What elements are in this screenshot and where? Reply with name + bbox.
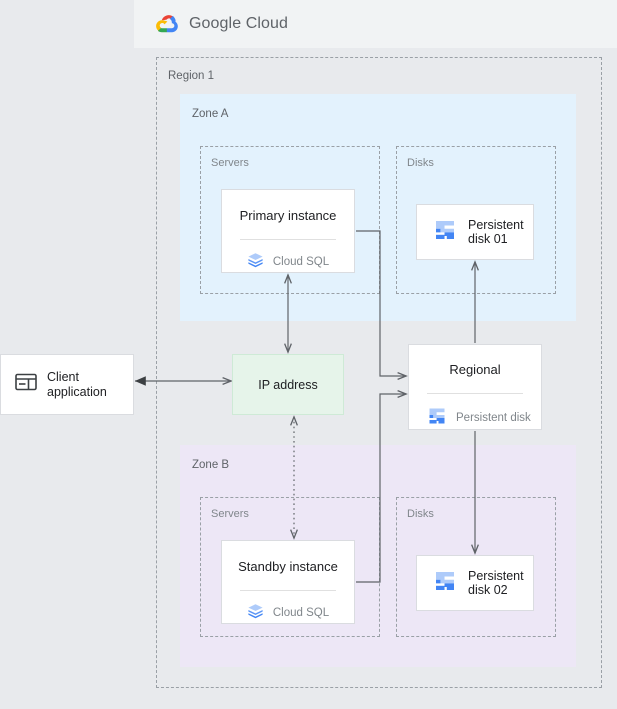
disks-group-label: Disks (407, 157, 434, 169)
client-application-label: Client application (47, 370, 107, 400)
brand-text: Google Cloud (189, 15, 288, 33)
standby-instance-node[interactable]: Standby instance Cloud SQL (221, 540, 355, 624)
persistent-disk-02-label: Persistent disk 02 (468, 569, 524, 597)
servers-group-label: Servers (211, 508, 249, 520)
ip-address-node[interactable]: IP address (232, 354, 344, 415)
client-application-node[interactable]: Client application (0, 354, 134, 415)
disks-group-zone-a: Disks (396, 146, 556, 294)
disk02-line1: Persistent (468, 569, 524, 583)
regional-disk-title: Regional (449, 362, 501, 377)
persistent-disk-icon (433, 569, 457, 598)
client-label-line1: Client (47, 369, 79, 384)
zone-b-label: Zone B (192, 459, 230, 471)
disk01-line1: Persistent (468, 218, 524, 232)
disk02-line2: disk 02 (468, 583, 508, 597)
zone-a-label: Zone A (192, 108, 229, 120)
persistent-disk-01-node[interactable]: Persistent disk 01 (416, 204, 534, 260)
standby-instance-title: Standby instance (238, 559, 338, 574)
header-bar: Google Cloud (134, 0, 617, 48)
persistent-disk-02-node[interactable]: Persistent disk 02 (416, 555, 534, 611)
primary-instance-title: Primary instance (239, 208, 337, 223)
persistent-disk-icon (427, 406, 447, 429)
cloud-sql-icon (247, 252, 264, 272)
regional-disk-subtitle-row: Persistent disk (409, 406, 541, 429)
regional-persistent-disk-node[interactable]: Regional Persistent disk (408, 344, 542, 430)
standby-instance-subtitle: Cloud SQL (272, 607, 330, 619)
region-label: Region 1 (168, 70, 215, 82)
brand-lockup: Google Cloud (156, 14, 288, 34)
cloud-sql-icon (247, 603, 264, 623)
divider (427, 393, 523, 394)
ip-address-label: IP address (258, 377, 318, 392)
client-label-line2: application (47, 384, 107, 399)
brand-google: Google (189, 15, 242, 32)
primary-instance-subtitle: Cloud SQL (272, 256, 330, 268)
persistent-disk-01-label: Persistent disk 01 (468, 218, 524, 246)
primary-instance-node[interactable]: Primary instance Cloud SQL (221, 189, 355, 273)
divider (240, 590, 336, 591)
primary-instance-subtitle-row: Cloud SQL (222, 252, 354, 272)
disks-group-label: Disks (407, 508, 434, 520)
divider (240, 239, 336, 240)
servers-group-label: Servers (211, 157, 249, 169)
window-icon (15, 373, 37, 396)
persistent-disk-icon (433, 218, 457, 247)
regional-disk-subtitle: Persistent disk (456, 411, 531, 424)
google-cloud-logo-icon (156, 14, 180, 34)
brand-cloud: Cloud (245, 15, 289, 32)
standby-instance-subtitle-row: Cloud SQL (222, 603, 354, 623)
disk01-line2: disk 01 (468, 232, 508, 246)
